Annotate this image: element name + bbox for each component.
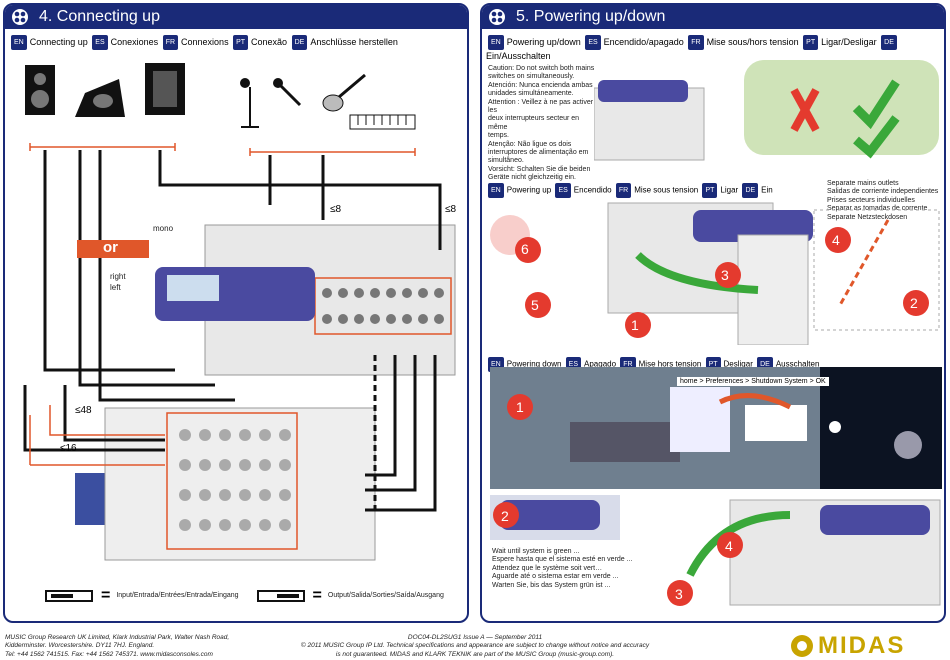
cable-legend: = Input/Entrada/Entrées/Entrada/Eingang … xyxy=(45,586,445,606)
midas-logo: MIDAS xyxy=(790,632,905,660)
lang-badge: PT xyxy=(233,35,249,50)
powering-up-illustration xyxy=(490,202,940,345)
lang-label: Connexions xyxy=(181,36,229,47)
wiring-diagram xyxy=(23,63,456,561)
input-connector-icon xyxy=(45,590,93,602)
step-4: 4 xyxy=(725,538,733,554)
guitar-icon xyxy=(322,73,366,112)
mono-label: mono xyxy=(153,224,174,233)
lang-label: Connecting up xyxy=(29,36,88,47)
input-legend-label: Input/Entrada/Entrées/Entrada/Eingang xyxy=(116,591,239,599)
lang-label: Conexão xyxy=(251,36,288,47)
step-4: 4 xyxy=(832,232,840,248)
red-cross-icon xyxy=(790,88,820,132)
stagebox-panel xyxy=(104,407,376,561)
output-legend-label: Output/Salida/Sorties/Saída/Ausgang xyxy=(327,591,444,599)
step-5: 5 xyxy=(531,297,539,313)
lang-badge: ES xyxy=(92,35,108,50)
equals-sign: = xyxy=(312,587,322,604)
step-1: 1 xyxy=(516,399,524,415)
connecting-up-header: 4. Connecting up xyxy=(5,5,467,29)
page-title: 4. Connecting up xyxy=(39,8,160,25)
step-3: 3 xyxy=(675,586,683,602)
power-off-illustration xyxy=(490,495,941,606)
right-label: right xyxy=(110,272,126,281)
step-2: 2 xyxy=(501,508,509,524)
lang-label: Encendido/apagado xyxy=(603,36,684,47)
step-2: 2 xyxy=(910,295,918,311)
limit-8-label: ≤8 xyxy=(330,204,342,215)
lang-label: Mise sous/hors tension xyxy=(706,36,799,47)
lang-label: Conexiones xyxy=(110,36,159,47)
green-check-icon xyxy=(853,115,900,159)
wait-text: Wait until system is green ...Espere has… xyxy=(492,548,633,589)
caution-illustration xyxy=(594,60,939,161)
footer-legal: DOC04-DL2SUG1 Issue A — September 2011© … xyxy=(300,634,650,658)
left-label: left xyxy=(110,283,121,292)
powering-header: 5. Powering up/down xyxy=(482,5,944,29)
section-icon xyxy=(12,9,28,25)
equals-sign: = xyxy=(101,587,111,604)
limit-8-label: ≤8 xyxy=(445,204,457,215)
output-connector-icon xyxy=(256,590,305,602)
lang-badge: EN xyxy=(488,35,504,50)
powering-down-illustration xyxy=(490,367,942,489)
microphone-icon xyxy=(240,78,259,128)
microphone-icon xyxy=(273,78,302,107)
subwoofer-icon xyxy=(145,63,185,115)
lang-badge: FR xyxy=(688,35,704,50)
lang-badge: PT xyxy=(803,35,819,50)
step-badge xyxy=(490,215,929,338)
or-box xyxy=(77,240,149,258)
shutdown-path: home > Preferences > Shutdown System > O… xyxy=(677,377,829,386)
speaker-icon xyxy=(25,65,55,115)
lang-badge: ES xyxy=(585,35,601,50)
step-6: 6 xyxy=(521,241,529,257)
footer-address: MUSIC Group Research UK Limited, Klark I… xyxy=(5,634,230,658)
keyboard-icon xyxy=(349,114,416,130)
green-check-icon xyxy=(852,79,900,130)
lang-badge: FR xyxy=(162,35,179,50)
lang-label: Ligar/Desligar xyxy=(821,36,877,47)
lang-badge: EN xyxy=(11,35,27,50)
section-icon xyxy=(489,9,505,25)
or-label: or xyxy=(103,239,118,256)
lang-badge: DE xyxy=(881,35,897,50)
step-1: 1 xyxy=(631,317,639,333)
lang-badge: DE xyxy=(291,35,308,50)
page-title: 5. Powering up/down xyxy=(516,8,666,25)
lang-label: Powering up/down xyxy=(506,36,581,47)
step-3: 3 xyxy=(721,267,729,283)
lang-label: Anschlüsse herstellen xyxy=(310,36,398,47)
limit-48-label: ≤48 xyxy=(75,405,92,416)
limit-16-label: ≤16 xyxy=(60,443,77,454)
monitor-wedge-icon xyxy=(75,79,125,117)
lang-label: Ein/Ausschalten xyxy=(486,51,551,61)
midas-logo-icon xyxy=(791,635,813,657)
